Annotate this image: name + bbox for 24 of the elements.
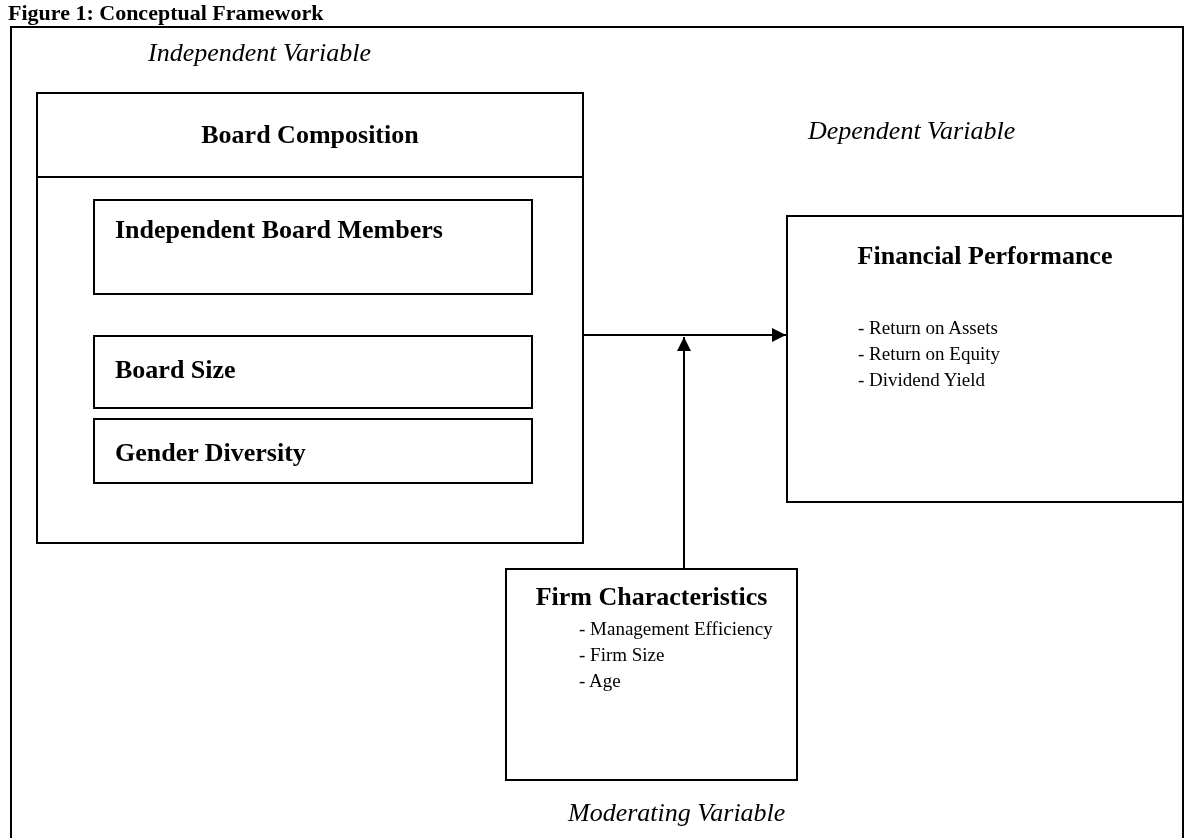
variable-box: [93, 418, 533, 484]
variable-box: [505, 568, 798, 781]
variable-type-label: Dependent Variable: [808, 116, 1016, 146]
group-box: [36, 92, 584, 544]
variable-heading: Gender Diversity: [114, 437, 307, 468]
variable-heading: Independent Board Members: [114, 214, 444, 245]
list-item: - Firm Size: [579, 643, 666, 667]
group-heading: Board Composition: [38, 94, 582, 178]
list-item: - Return on Assets: [858, 316, 999, 340]
variable-box: [786, 215, 1184, 503]
list-item: - Age: [579, 669, 622, 693]
variable-box: [93, 335, 533, 409]
list-item: - Dividend Yield: [858, 368, 986, 392]
figure-title: Figure 1: Conceptual Framework: [8, 0, 324, 26]
variable-heading: Financial Performance: [856, 241, 1114, 271]
variable-box: [93, 199, 533, 295]
variable-type-label: Independent Variable: [148, 38, 372, 68]
arrow: [583, 328, 787, 342]
list-item: - Management Efficiency: [579, 617, 774, 641]
list-item: - Return on Equity: [858, 342, 1001, 366]
variable-heading: Board Size: [114, 354, 237, 385]
variable-type-label: Moderating Variable: [568, 798, 786, 828]
variable-heading: Firm Characteristics: [534, 582, 769, 612]
arrow: [677, 336, 691, 569]
